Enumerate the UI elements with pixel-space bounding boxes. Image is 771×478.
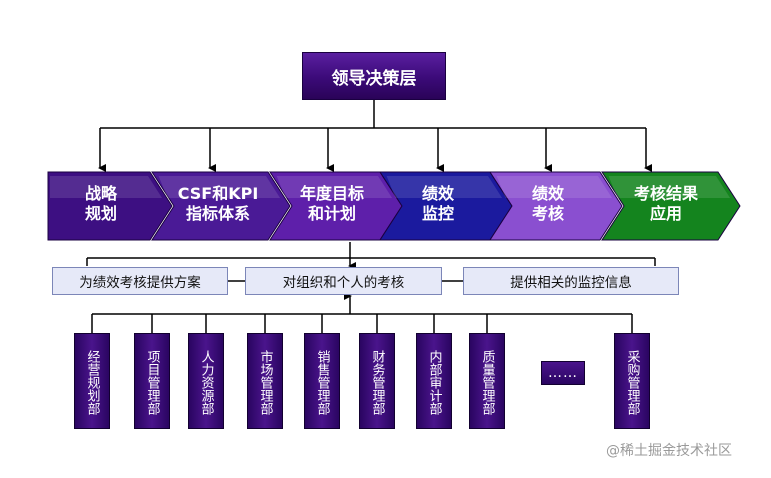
more-departments: …… (541, 361, 585, 385)
chevron-kpi-highlight (158, 176, 281, 198)
chevron-strategy-label: 战略 规划 (72, 184, 130, 224)
dept-sales: 销售管理部 (304, 333, 340, 429)
chevron-apply-highlight (608, 176, 731, 198)
chevron-kpi-label: CSF和KPI 指标体系 (172, 184, 264, 224)
chevron-annual-line1: 年度目标 (299, 184, 364, 203)
chevron-strategy-line2: 规划 (84, 204, 117, 223)
process-chevrons (47, 171, 741, 241)
leadership-box: 领导决策层 (302, 52, 446, 100)
chevron-annual-line2: 和计划 (307, 204, 356, 223)
chevron-assess-line1: 绩效 (531, 184, 564, 203)
watermark: @稀土掘金技术社区 (606, 443, 732, 459)
dept-project-management: 项目管理部 (134, 333, 170, 429)
chevron-assess-line2: 考核 (531, 204, 564, 223)
department-connectors (91, 292, 633, 333)
plan-label: 为绩效考核提供方案 (79, 275, 201, 291)
assessment-label: 对组织和个人的考核 (282, 275, 405, 291)
chevron-apply-line2: 应用 (649, 204, 682, 223)
chevron-strategy-highlight (50, 176, 163, 198)
dept-finance: 财务管理部 (359, 333, 395, 429)
chevron-assess-highlight (496, 176, 613, 198)
chevron-apply-shape (601, 171, 741, 241)
monitor-info-box: 提供相关的监控信息 (463, 267, 679, 295)
chevron-apply-line1: 考核结果 (633, 184, 698, 203)
chevron-kpi-line1: CSF和KPI (177, 184, 259, 203)
assessment-box: 对组织和个人的考核 (245, 267, 442, 295)
chevron-assess-label: 绩效 考核 (518, 184, 578, 224)
chevron-kpi-line2: 指标体系 (185, 204, 250, 223)
dept-marketing: 市场管理部 (247, 333, 283, 429)
chevron-monitor-line2: 监控 (421, 204, 454, 223)
leadership-label: 领导决策层 (331, 68, 417, 89)
chevron-monitor-line1: 绩效 (421, 184, 454, 203)
dept-human-resources: 人力资源部 (188, 333, 224, 429)
chevron-annual-label: 年度目标 和计划 (288, 184, 376, 224)
middle-connectors (86, 242, 656, 282)
dept-internal-audit: 内部审计部 (416, 333, 452, 429)
chevron-assess-shape (489, 171, 623, 241)
plan-box: 为绩效考核提供方案 (52, 267, 228, 295)
ellipsis-label: …… (548, 365, 578, 381)
chevron-strategy-shape (47, 171, 173, 241)
chevron-monitor-highlight (386, 176, 503, 198)
monitor-info-label: 提供相关的监控信息 (510, 275, 632, 291)
top-connector (98, 100, 652, 172)
chevron-monitor-label: 绩效 监控 (408, 184, 468, 224)
dept-business-planning: 经营规划部 (74, 333, 110, 429)
chevron-strategy-line1: 战略 (84, 184, 117, 203)
dept-quality: 质量管理部 (469, 333, 505, 429)
chevron-kpi-shape (151, 171, 291, 241)
chevron-apply-label: 考核结果 应用 (622, 184, 710, 224)
chevron-annual-highlight (276, 176, 393, 198)
dept-procurement: 采购管理部 (614, 333, 650, 429)
